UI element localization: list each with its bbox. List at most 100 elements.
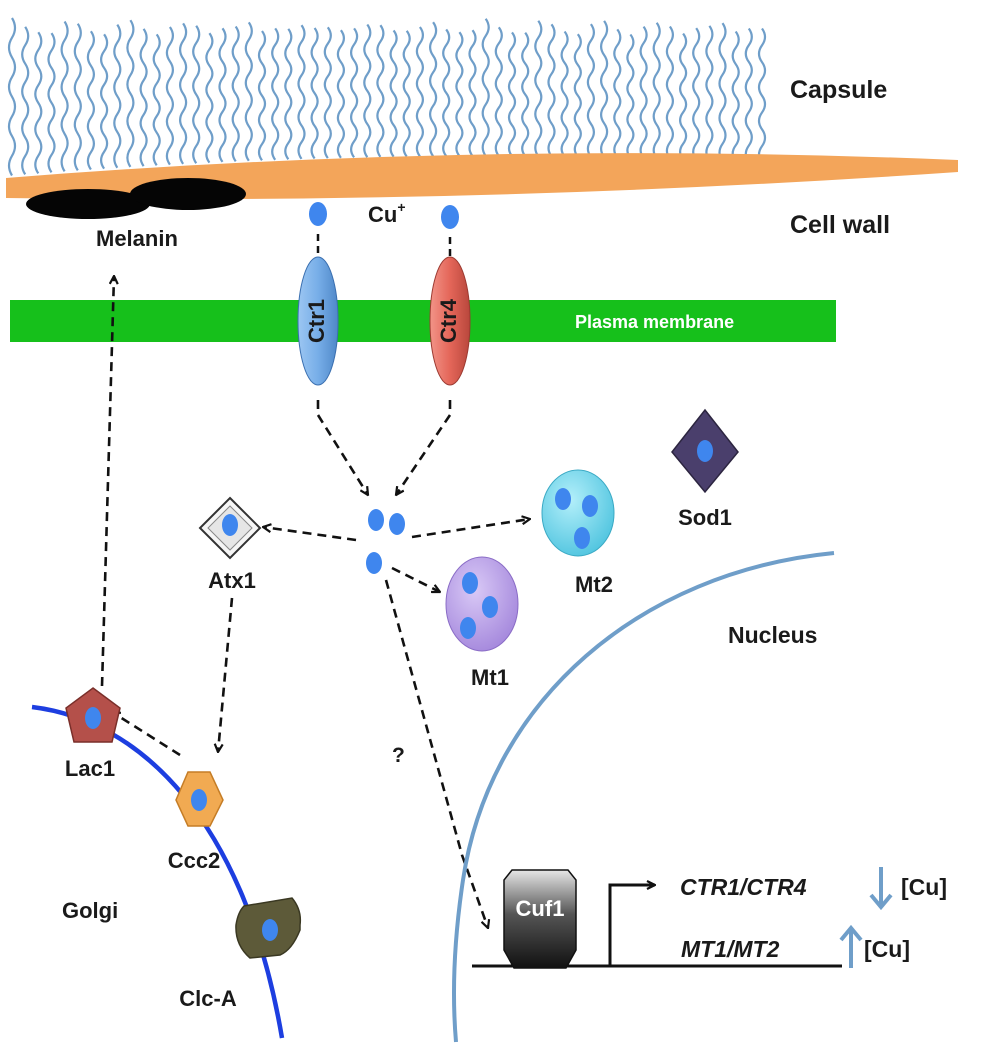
capsule-fiber xyxy=(244,21,253,162)
capsule-fiber xyxy=(573,33,582,158)
cytosolic-copper-pool xyxy=(366,509,405,574)
cu-level-mt: [Cu] xyxy=(864,936,910,962)
capsule-fiber xyxy=(507,31,517,157)
capsule-fiber xyxy=(310,27,319,160)
capsule-fiber xyxy=(468,29,477,157)
clc-a-channel xyxy=(235,897,302,959)
capsule-fiber xyxy=(665,25,674,160)
capsule-fiber xyxy=(336,29,345,159)
plasma-membrane-label: Plasma membrane xyxy=(575,312,734,332)
cuf1-label: Cuf1 xyxy=(516,896,565,921)
capsule-fiber xyxy=(7,17,17,177)
capsule-fiber xyxy=(231,25,240,163)
lac1-laccase xyxy=(65,687,121,743)
capsule-fiber xyxy=(731,30,740,163)
nuclear-envelope xyxy=(452,551,835,1043)
capsule-fiber xyxy=(705,25,714,162)
capsule-fiber xyxy=(389,29,398,158)
capsule-fiber xyxy=(323,26,332,159)
down-arrow-icon xyxy=(869,867,893,911)
capsule-fiber xyxy=(718,22,727,162)
nucleus-label: Nucleus xyxy=(728,622,817,648)
capsule-fiber xyxy=(297,24,306,160)
lac1-label: Lac1 xyxy=(65,756,115,781)
transcription-start-arrow xyxy=(608,885,655,966)
capsule-fiber xyxy=(271,27,280,161)
capsule-fiber xyxy=(376,24,385,158)
capsule-fiber xyxy=(692,27,701,161)
ctr1-label: Ctr1 xyxy=(304,299,329,343)
capsule-fiber xyxy=(218,27,227,163)
capsule-fiber xyxy=(744,27,753,163)
clc-a-label: Clc-A xyxy=(179,986,237,1011)
capsule-fiber xyxy=(113,23,122,169)
ctr-genes-label: CTR1/CTR4 xyxy=(680,874,807,900)
capsule-fiber xyxy=(600,20,609,158)
sod1-label: Sod1 xyxy=(678,505,732,530)
capsule-fiber xyxy=(560,30,569,158)
capsule-fiber xyxy=(179,22,188,165)
ctr4-transporter: Ctr4 xyxy=(429,256,471,386)
capsule-fiber xyxy=(494,26,503,157)
capsule-fiber xyxy=(284,28,293,160)
copper-ion-ctr4 xyxy=(441,205,459,229)
cu-level-ctr: [Cu] xyxy=(901,874,947,900)
atx1-label: Atx1 xyxy=(208,568,256,593)
atx1-chaperone xyxy=(198,496,262,560)
capsule-fiber xyxy=(165,26,174,166)
capsule-fiber xyxy=(442,28,451,157)
cuf1-transcription-factor: Cuf1 xyxy=(503,869,577,969)
capsule-fiber xyxy=(205,32,214,164)
mt2-label: Mt2 xyxy=(575,572,613,597)
capsule-fiber xyxy=(481,18,490,157)
sod1-enzyme xyxy=(671,408,739,494)
capsule-label: Capsule xyxy=(790,76,887,104)
ccc2-label: Ccc2 xyxy=(168,848,221,873)
capsule-fiber xyxy=(73,23,82,172)
cell-wall xyxy=(6,153,958,200)
capsule-fiber xyxy=(586,23,595,158)
capsule-fiber xyxy=(47,32,56,174)
capsule-fiber xyxy=(521,32,530,157)
capsule-fiber xyxy=(60,20,69,172)
capsule-fiber xyxy=(350,27,359,159)
melanin-granules xyxy=(26,178,246,219)
cell-wall-label: Cell wall xyxy=(790,211,890,239)
unknown-pathway-label: ? xyxy=(392,744,405,767)
capsule-fiber xyxy=(652,22,661,160)
distribution-arrows xyxy=(100,276,530,928)
mt1-label: Mt1 xyxy=(471,665,509,690)
transport-arrows xyxy=(316,400,452,495)
golgi-label: Golgi xyxy=(62,898,118,923)
capsule-fibers xyxy=(7,17,767,177)
capsule-fiber xyxy=(415,26,424,157)
capsule-fiber xyxy=(679,32,688,161)
capsule-fiber xyxy=(429,21,438,157)
capsule-fiber xyxy=(192,25,201,164)
capsule-fiber xyxy=(152,33,161,166)
capsule-fiber xyxy=(613,28,622,159)
capsule-fiber xyxy=(757,27,767,164)
capsule-fiber xyxy=(21,26,30,176)
plasma-membrane xyxy=(10,300,836,342)
mt-genes-label: MT1/MT2 xyxy=(681,936,780,962)
ctr4-label: Ctr4 xyxy=(436,298,461,343)
capsule-fiber xyxy=(257,30,267,161)
capsule-fiber xyxy=(363,23,372,158)
melanin-label: Melanin xyxy=(96,226,178,251)
capsule-fiber xyxy=(139,28,148,167)
mt1-metallothionein xyxy=(445,556,519,652)
capsule-fiber xyxy=(626,33,635,159)
capsule-fiber xyxy=(86,30,95,171)
capsule-fiber xyxy=(100,33,109,170)
capsule-fiber xyxy=(534,20,543,157)
ctr1-transporter: Ctr1 xyxy=(297,256,339,386)
up-arrow-icon xyxy=(839,924,863,968)
mt2-metallothionein xyxy=(541,469,615,557)
capsule-fiber xyxy=(402,30,411,158)
capsule-fiber xyxy=(126,19,135,168)
capsule-fiber xyxy=(34,31,43,175)
capsule-fiber xyxy=(455,31,464,157)
